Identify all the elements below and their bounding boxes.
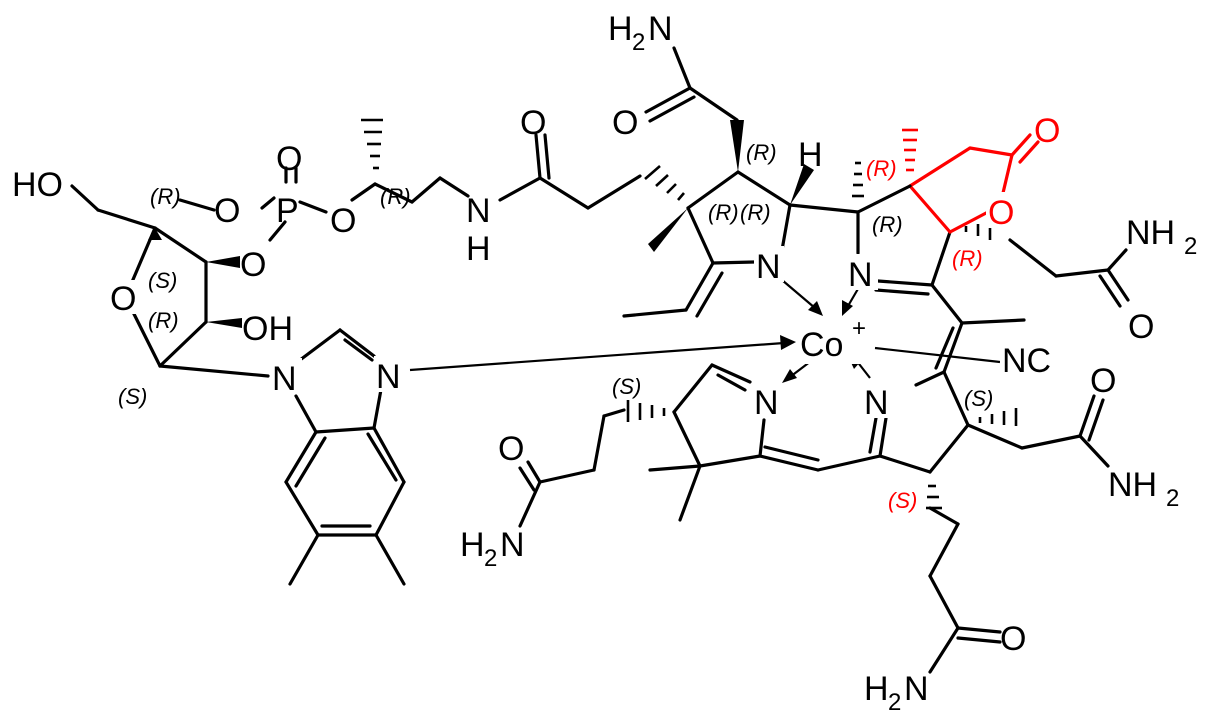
amide-oxygen-right: O xyxy=(1128,308,1154,346)
lactone-ring xyxy=(902,128,1040,234)
cobalt-atom: Co xyxy=(800,326,843,364)
coordination-bonds xyxy=(409,279,1001,383)
amine-bottom-h: H xyxy=(864,670,889,708)
amide-oxygen-top: O xyxy=(612,104,638,142)
hydrogen-atom: H xyxy=(798,136,823,174)
stereo-label: (R) xyxy=(872,212,903,237)
nitrogen-ring-c: N xyxy=(864,384,889,422)
amine-bottom-subscript: 2 xyxy=(888,689,901,716)
amide-oxygen-bl: O xyxy=(498,430,524,468)
stereo-label: (R) xyxy=(708,200,739,225)
phosphate-oxygen-1: O xyxy=(214,192,240,230)
stereo-label: (R) xyxy=(740,200,771,225)
ribose-oxygen: O xyxy=(110,280,136,318)
stereo-descriptors: (R) (R) (R) (R) (R) (R) (R) (S) (S) (S) … xyxy=(118,140,993,513)
side-chains xyxy=(70,46,1130,674)
stereo-label: (R) xyxy=(148,308,179,333)
stereo-label: (S) xyxy=(964,386,993,411)
stereo-label: (R) xyxy=(380,184,411,209)
lactone-ring-oxygen: O xyxy=(988,194,1014,232)
cyano-ligand: NC xyxy=(1002,342,1051,380)
nitrogen-ring-a: N xyxy=(756,248,781,286)
stereo-label: (S) xyxy=(118,384,147,409)
stereo-hashes xyxy=(626,161,1018,510)
phosphate-oxygen-3: O xyxy=(240,246,266,284)
stereo-label: (R) xyxy=(746,140,777,165)
nitrogen-ring-b: N xyxy=(848,256,873,294)
phosphate-oxygen-2: O xyxy=(276,140,302,178)
stereo-label: (R) xyxy=(866,156,897,181)
amine-right-subscript: 2 xyxy=(1184,233,1197,260)
amine-right-n: NH xyxy=(1126,214,1175,252)
nitrogen-imidazole-1: N xyxy=(272,360,297,398)
stereo-label: (S) xyxy=(148,268,177,293)
atom-labels: Co + NC N N N N H N N HO OH O O P O O O … xyxy=(12,10,1197,716)
lactone-carbonyl-oxygen: O xyxy=(1034,112,1060,150)
hydroxyl-secondary: OH xyxy=(242,310,293,348)
nitrogen-ring-d: N xyxy=(754,384,779,422)
amine-bl-subscript: 2 xyxy=(484,545,497,572)
lactone-hash-methyl xyxy=(902,128,918,172)
amide-hydrogen: H xyxy=(466,230,491,268)
stereo-wedges xyxy=(648,120,814,252)
amine-top-h: H xyxy=(608,10,633,48)
amide-oxygen-link: O xyxy=(520,104,546,142)
amine-top-n: N xyxy=(648,10,673,48)
amide-oxygen-bottom: O xyxy=(1000,620,1026,658)
phosphorus-atom: P xyxy=(276,192,299,230)
amine-br-subscript: 2 xyxy=(1166,485,1179,512)
amine-bl-n: N xyxy=(500,526,525,564)
amine-bottom-n: N xyxy=(904,670,929,708)
hydroxyl-primary: HO xyxy=(12,166,63,204)
stereo-label: (R) xyxy=(150,184,181,209)
corrin-ring xyxy=(622,170,1026,522)
nitrogen-imidazole-2: N xyxy=(376,358,401,396)
amide-nitrogen: N xyxy=(466,192,491,230)
amine-top-subscript: 2 xyxy=(632,29,645,56)
amine-br-n: NH xyxy=(1108,466,1157,504)
cobalt-charge: + xyxy=(852,315,866,342)
stereo-label: (R) xyxy=(952,246,983,271)
stereo-label: (S) xyxy=(888,488,917,513)
phosphate-oxygen-4: O xyxy=(330,202,356,240)
stereo-label: (S) xyxy=(612,374,641,399)
amide-oxygen-br: O xyxy=(1090,362,1116,400)
amine-bl-h: H xyxy=(460,526,485,564)
